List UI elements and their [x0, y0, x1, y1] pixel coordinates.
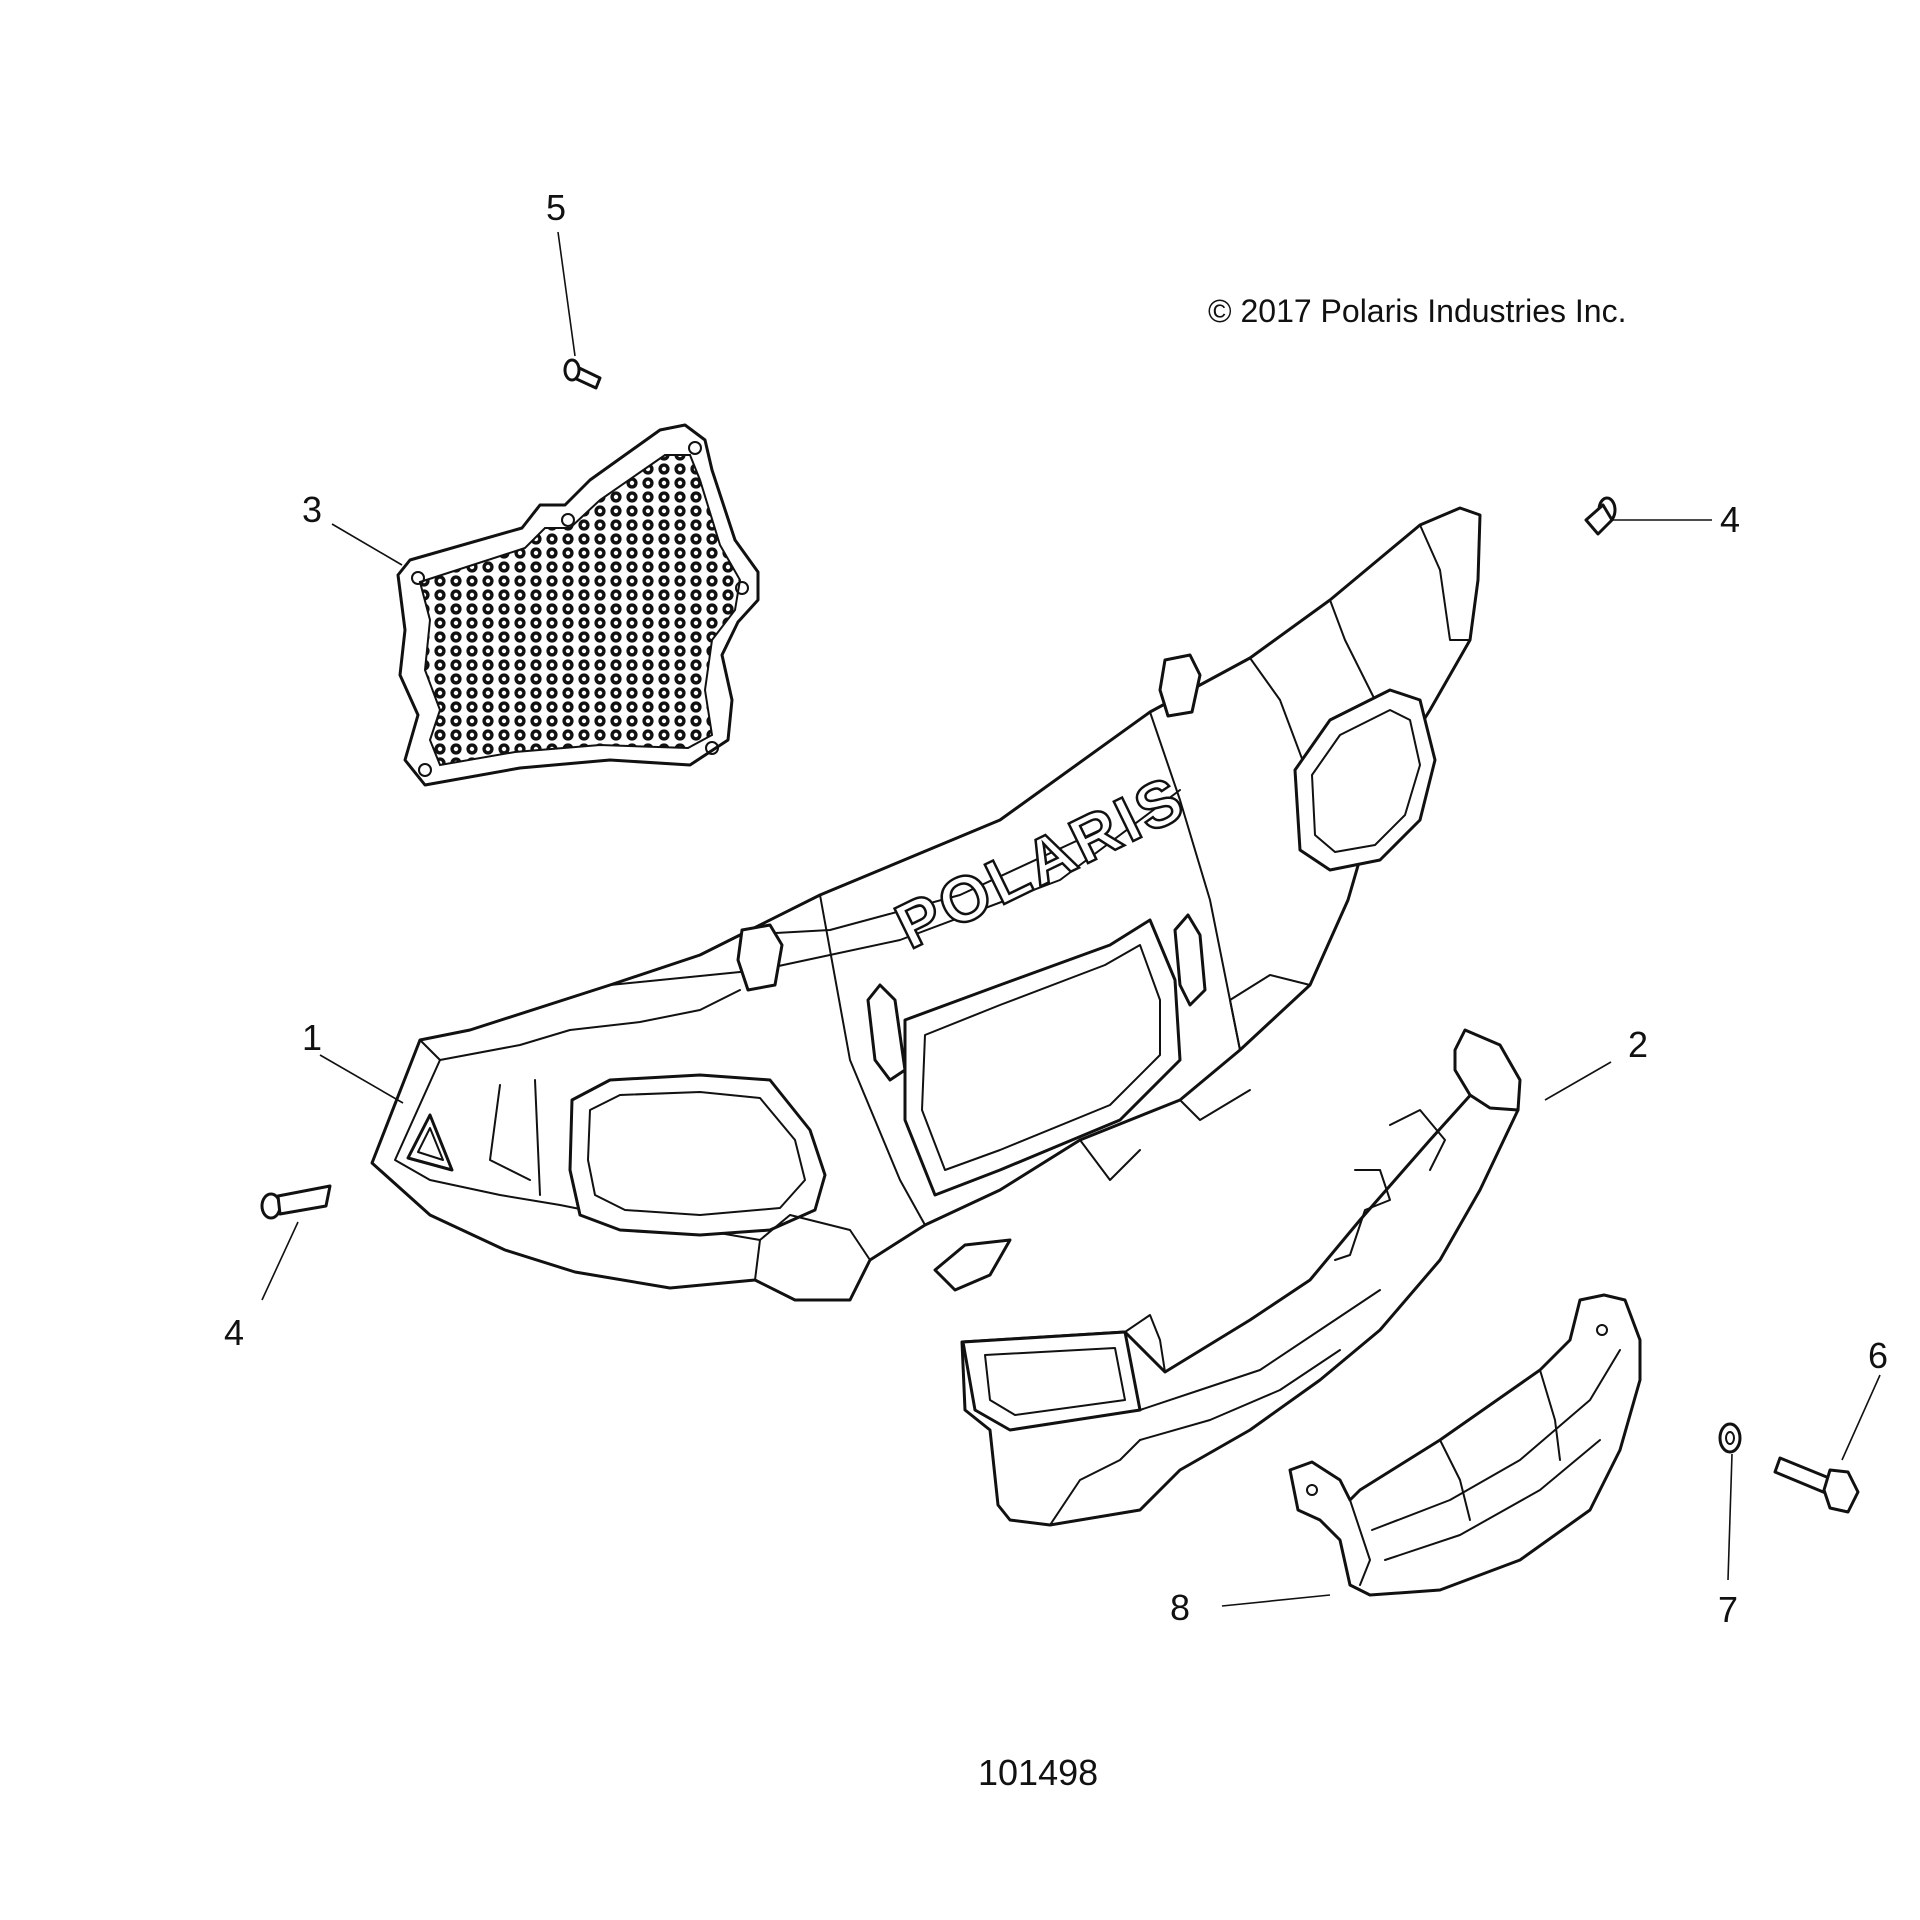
callout-6: 6 — [1868, 1335, 1888, 1376]
part-8-lower-guard — [1288, 1293, 1642, 1597]
callout-8: 8 — [1170, 1587, 1190, 1628]
part-4-rivet-right — [1584, 496, 1617, 536]
callout-2: 2 — [1628, 1024, 1648, 1065]
part-5-screw — [563, 358, 602, 390]
part-1-front-bumper: POLARIS — [370, 506, 1482, 1302]
callout-1: 1 — [302, 1017, 322, 1058]
part-2-lower-support — [960, 1028, 1522, 1527]
callout-5: 5 — [546, 187, 566, 228]
part-7-washer — [1718, 1422, 1742, 1454]
callout-3: 3 — [302, 489, 322, 530]
part-4-rivet-left — [260, 1184, 332, 1220]
callout-4-right: 4 — [1720, 499, 1740, 540]
callout-4-left: 4 — [224, 1312, 244, 1353]
figure-number: 101498 — [978, 1752, 1098, 1793]
part-3-mesh-screen — [396, 423, 760, 787]
copyright-notice: © 2017 Polaris Industries Inc. — [1208, 293, 1626, 329]
callout-7: 7 — [1718, 1589, 1738, 1630]
part-6-bolt — [1773, 1456, 1860, 1514]
